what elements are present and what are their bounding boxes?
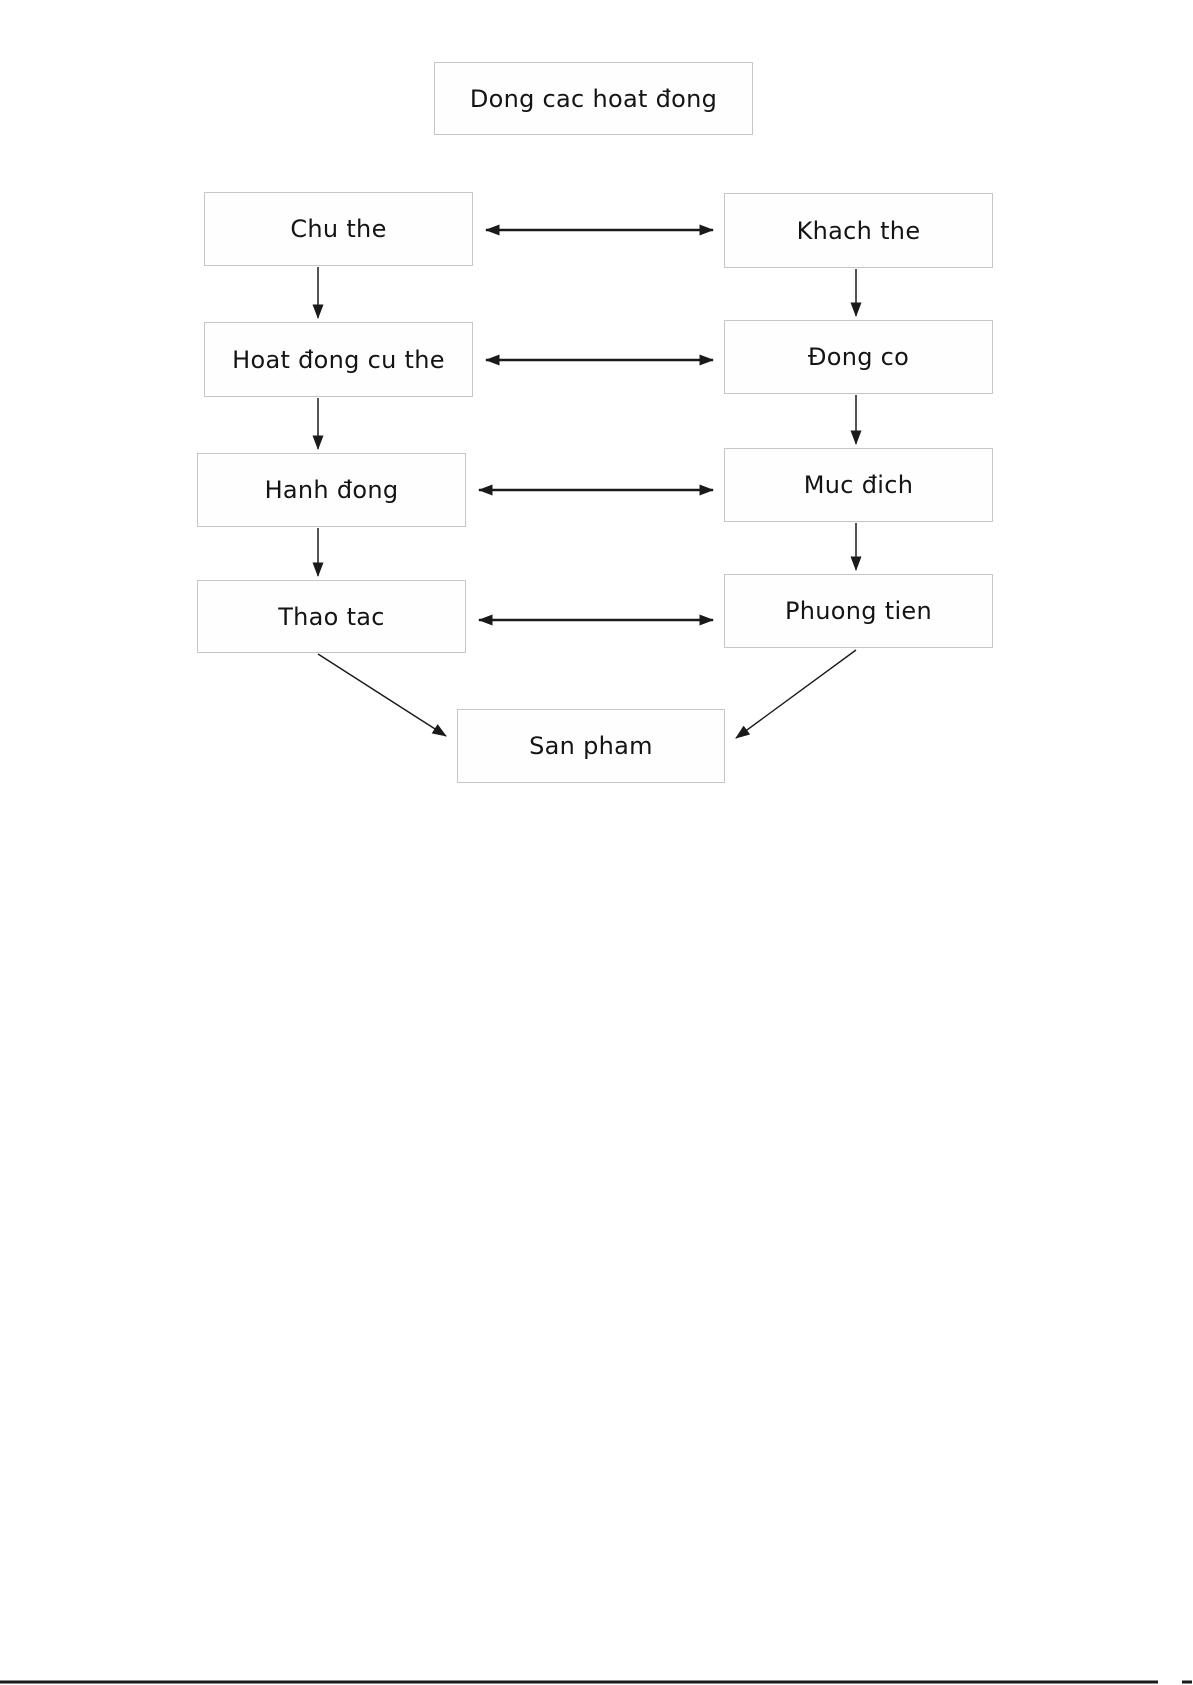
arrow-phuong-tien-to-san-pham <box>735 649 857 739</box>
node-phuong-tien: Phuong tien <box>724 574 993 648</box>
node-hoat-dong-cu-the: Hoat đong cu the <box>204 322 473 397</box>
node-dong-co: Đong co <box>724 320 993 394</box>
node-san-pham: San pham <box>457 709 725 783</box>
node-flow-title: Dong cac hoat đong <box>434 62 753 135</box>
node-chu-the: Chu the <box>204 192 473 266</box>
node-khach-the: Khach the <box>724 193 993 268</box>
arrow-thao-tac-to-san-pham <box>317 653 447 737</box>
node-muc-dich: Muc đich <box>724 448 993 522</box>
node-thao-tac: Thao tac <box>197 580 466 653</box>
node-hanh-dong: Hanh đong <box>197 453 466 527</box>
